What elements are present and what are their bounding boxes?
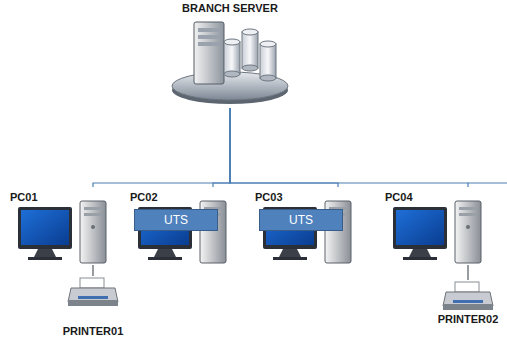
software-band: UTS [259,209,343,231]
software-label: UTS [289,214,313,227]
software-label: UTS [164,214,188,227]
node-label: PRINTER02 [438,313,499,326]
node-label: PC01 [10,191,38,204]
computer-node: PC02UTS [130,187,230,265]
software-band: UTS [134,209,218,231]
computer-node: PC01 [10,187,110,265]
printer-node: PRINTER02 [428,280,507,326]
printer-node: PRINTER01 [38,276,148,338]
node-label: PRINTER01 [63,325,124,338]
server-icon [160,2,300,108]
computer-node: PC03UTS [255,187,355,265]
node-label: PC03 [255,191,283,204]
printer-icon [413,280,507,314]
bus-line [468,182,507,183]
node-label: PC02 [130,191,158,204]
printer-icon [38,276,148,310]
network-connector [467,265,468,280]
network-connector [92,265,93,276]
network-connector [230,108,338,187]
node-label: BRANCH SERVER [160,2,300,15]
server-node: BRANCH SERVER [160,2,300,108]
network-connector [213,108,230,187]
node-label: PC04 [385,191,413,204]
network-connector [230,108,468,187]
computer-node: PC04 [385,187,485,265]
network-connector [93,108,230,187]
